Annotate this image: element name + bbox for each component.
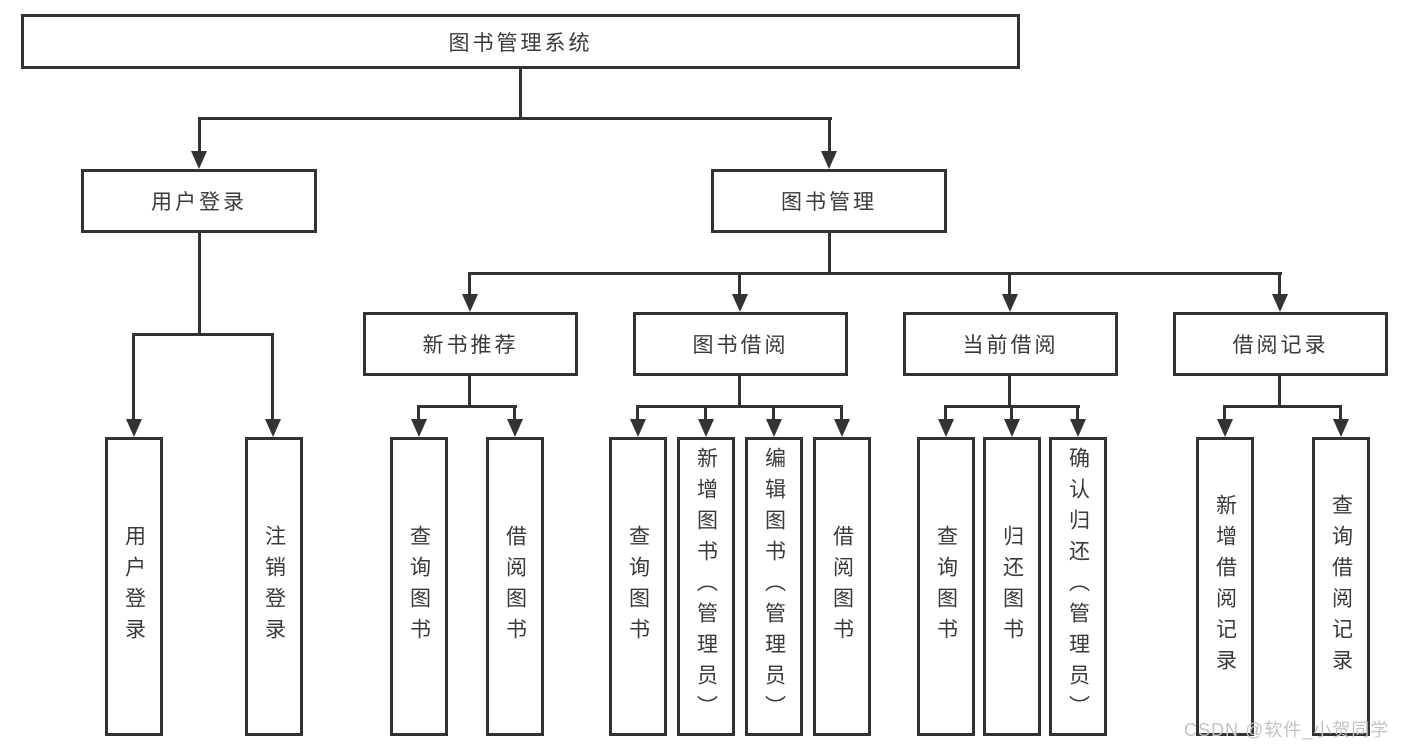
edge-drop-leaf	[1010, 405, 1013, 421]
edge-borrow-record-crossbar	[1223, 405, 1342, 408]
edge-new-book-stem	[468, 376, 471, 408]
node-book-borrow: 图书借阅	[633, 312, 848, 376]
edge-drop-leaf	[944, 405, 947, 421]
node-borrow-record-label: 借阅记录	[1232, 334, 1329, 357]
edge-level2-crossbar	[198, 117, 832, 120]
leaf-label: 查询图书	[934, 524, 958, 649]
node-leaf-add-borrow-record: 新增借阅记录	[1196, 437, 1254, 736]
arrowhead-icon	[821, 151, 837, 169]
leaf-label: 用户登录	[122, 524, 146, 649]
node-leaf-query-borrow-record: 查询借阅记录	[1312, 437, 1370, 736]
node-leaf-confirm-return-admin: 确认归还（管理员）	[1049, 437, 1107, 736]
leaf-label: 借阅图书	[830, 524, 854, 649]
edge-book-mgmt-stem	[828, 233, 831, 275]
arrowhead-icon	[191, 151, 207, 169]
leaf-label: 查询图书	[626, 524, 650, 649]
edge-drop-borrow-record	[1278, 272, 1281, 296]
leaf-label: 新增图书（管理员）	[694, 447, 718, 726]
edge-drop-leaf	[1076, 405, 1079, 421]
edge-current-borrow-stem	[1008, 376, 1011, 408]
csdn-watermark: CSDN @软件_小贺同学	[1184, 720, 1390, 740]
node-book-mgmt: 图书管理	[711, 169, 947, 233]
edge-root-stem	[519, 69, 522, 119]
edge-book-borrow-crossbar	[636, 405, 843, 408]
arrowhead-icon	[1217, 419, 1233, 437]
arrowhead-icon	[1070, 419, 1086, 437]
arrowhead-icon	[938, 419, 954, 437]
edge-level3-crossbar	[468, 272, 1282, 275]
arrowhead-icon	[1004, 419, 1020, 437]
node-book-mgmt-label: 图书管理	[781, 191, 877, 214]
edge-drop-leaf	[840, 405, 843, 421]
edge-drop-current-borrow	[1008, 272, 1011, 296]
arrowhead-icon	[265, 419, 281, 437]
edge-drop-leaf	[513, 405, 516, 421]
edge-user-login-crossbar	[132, 333, 274, 336]
arrowhead-icon	[1272, 294, 1288, 312]
node-new-book-label: 新书推荐	[422, 334, 519, 357]
leaf-label: 注销登录	[262, 524, 286, 649]
leaf-label: 确认归还（管理员）	[1066, 447, 1090, 726]
node-root: 图书管理系统	[21, 14, 1020, 69]
arrowhead-icon	[766, 419, 782, 437]
node-new-book: 新书推荐	[363, 312, 578, 376]
arrowhead-icon	[1002, 294, 1018, 312]
leaf-label: 查询借阅记录	[1329, 493, 1353, 680]
node-leaf-query-book-1: 查询图书	[390, 437, 448, 736]
node-borrow-record: 借阅记录	[1173, 312, 1388, 376]
edge-drop-user-login	[198, 117, 201, 153]
edge-borrow-record-stem	[1278, 376, 1281, 408]
edge-drop-leaf	[1339, 405, 1342, 421]
node-user-login: 用户登录	[81, 169, 317, 233]
edge-drop-new-book	[468, 272, 471, 296]
node-leaf-edit-book-admin: 编辑图书（管理员）	[745, 437, 803, 736]
arrowhead-icon	[411, 419, 427, 437]
node-leaf-logout: 注销登录	[245, 437, 303, 736]
edge-drop-leaf	[704, 405, 707, 421]
arrowhead-icon	[732, 294, 748, 312]
leaf-label: 借阅图书	[503, 524, 527, 649]
arrowhead-icon	[1333, 419, 1349, 437]
edge-drop-book-borrow	[738, 272, 741, 296]
arrowhead-icon	[698, 419, 714, 437]
edge-drop-logout-leaf	[271, 333, 274, 421]
node-root-label: 图书管理系统	[448, 31, 593, 55]
node-leaf-query-book-3: 查询图书	[917, 437, 975, 736]
edge-drop-leaf	[1223, 405, 1226, 421]
arrowhead-icon	[462, 294, 478, 312]
arrowhead-icon	[834, 419, 850, 437]
node-leaf-add-book-admin: 新增图书（管理员）	[677, 437, 735, 736]
arrowhead-icon	[630, 419, 646, 437]
arrowhead-icon	[126, 419, 142, 437]
edge-book-borrow-stem	[738, 376, 741, 408]
node-current-borrow: 当前借阅	[903, 312, 1118, 376]
node-user-login-label: 用户登录	[151, 191, 247, 214]
node-leaf-borrow-book-1: 借阅图书	[486, 437, 544, 736]
node-leaf-user-login: 用户登录	[105, 437, 163, 736]
node-leaf-return-book: 归还图书	[983, 437, 1041, 736]
edge-drop-leaf	[636, 405, 639, 421]
leaf-label: 归还图书	[1000, 524, 1024, 649]
node-leaf-borrow-book-2: 借阅图书	[813, 437, 871, 736]
edge-drop-leaf	[417, 405, 420, 421]
edge-drop-login-leaf	[132, 333, 135, 421]
edge-user-login-stem	[198, 233, 201, 336]
edge-drop-book-mgmt	[828, 117, 831, 153]
edge-drop-leaf	[772, 405, 775, 421]
arrowhead-icon	[507, 419, 523, 437]
node-book-borrow-label: 图书借阅	[692, 334, 789, 357]
leaf-label: 查询图书	[407, 524, 431, 649]
leaf-label: 编辑图书（管理员）	[762, 447, 786, 726]
leaf-label: 新增借阅记录	[1213, 493, 1237, 680]
node-current-borrow-label: 当前借阅	[962, 334, 1059, 357]
node-leaf-query-book-2: 查询图书	[609, 437, 667, 736]
edge-new-book-crossbar	[418, 405, 517, 408]
